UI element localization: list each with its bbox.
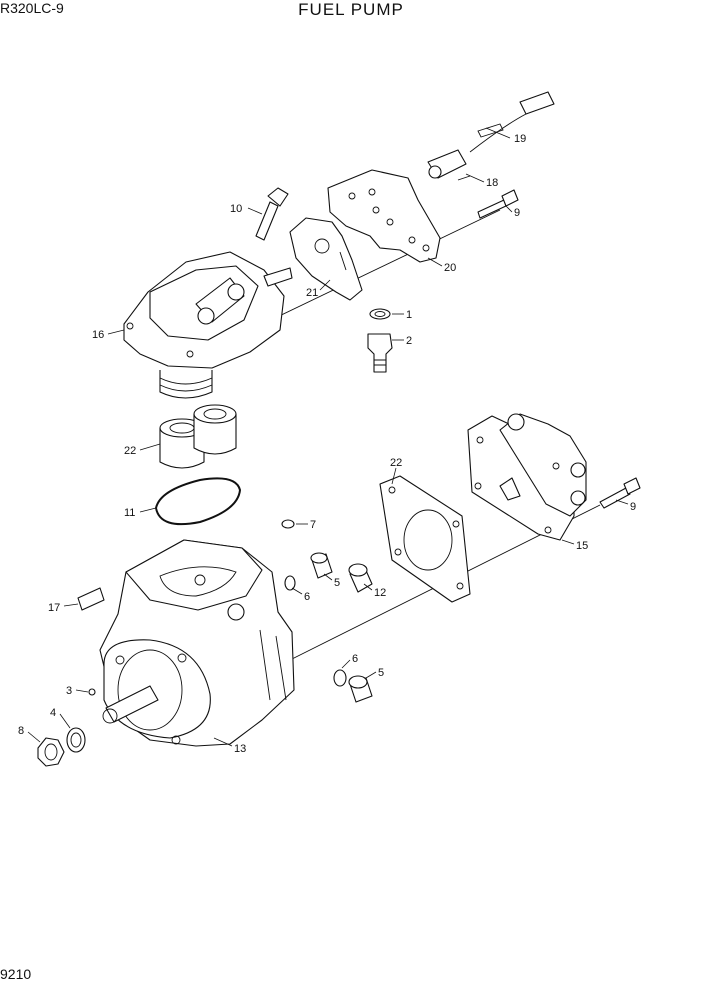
callout-9-lower: 9 [630, 501, 636, 513]
part-16-nameplate [77, 587, 105, 611]
callout-10: 10 [230, 203, 242, 215]
part-21-tappets [159, 404, 237, 469]
callout-16: 17 [48, 602, 60, 614]
part-3-key [88, 688, 96, 696]
leader-lines [27, 127, 629, 747]
callout-5-upper: 5 [334, 577, 340, 589]
part-17-sensor [427, 149, 471, 181]
part-7-oring [281, 519, 295, 529]
part-14-cover [467, 413, 587, 541]
part-6-oring-upper [284, 575, 296, 591]
callout-15: 16 [92, 329, 104, 341]
part-22-gasket [379, 475, 471, 603]
part-13-pump-body [99, 539, 295, 747]
callout-13: 13 [234, 743, 246, 755]
callout-12: 12 [374, 587, 386, 599]
callout-7: 7 [310, 519, 316, 531]
part-20-gasket-plate [289, 217, 363, 301]
part-9-bolt-lower [599, 477, 641, 509]
part-19-bracket [327, 169, 441, 263]
part-2-fitting [367, 333, 393, 373]
callout-6-lower: 6 [352, 653, 358, 665]
callout-14: 15 [576, 540, 588, 552]
part-10-bolt [255, 187, 289, 241]
callout-22: 22 [390, 457, 402, 469]
callout-1: 1 [406, 309, 412, 321]
part-9-bolt-upper [477, 189, 519, 219]
callout-9-upper: 9 [514, 207, 520, 219]
part-8-nut [37, 737, 65, 767]
model-code: R320LC-9 [0, 0, 64, 16]
callout-21: 22 [124, 445, 136, 457]
part-6-oring-lower [333, 669, 347, 687]
part-11-oring [155, 477, 241, 526]
callout-6-upper: 6 [304, 591, 310, 603]
callout-20: 21 [306, 287, 318, 299]
callout-17: 18 [486, 177, 498, 189]
page-title: FUEL PUMP [298, 0, 404, 19]
page-number: 9210 [0, 966, 32, 982]
callout-11: 11 [124, 507, 135, 519]
callout-18: 19 [514, 133, 526, 145]
callout-8: 8 [18, 725, 24, 737]
part-1-washer [369, 308, 391, 320]
part-18-harness [469, 91, 555, 153]
callout-3: 3 [66, 685, 72, 697]
part-15-pump-head [123, 251, 293, 399]
part-4-washer [66, 727, 86, 753]
callout-4: 4 [50, 707, 56, 719]
part-5-plug-upper [310, 552, 333, 579]
callout-5-lower: 5 [378, 667, 384, 679]
callout-2: 2 [406, 335, 412, 347]
part-5-plug-lower [348, 675, 373, 703]
callout-19: 20 [444, 262, 456, 274]
